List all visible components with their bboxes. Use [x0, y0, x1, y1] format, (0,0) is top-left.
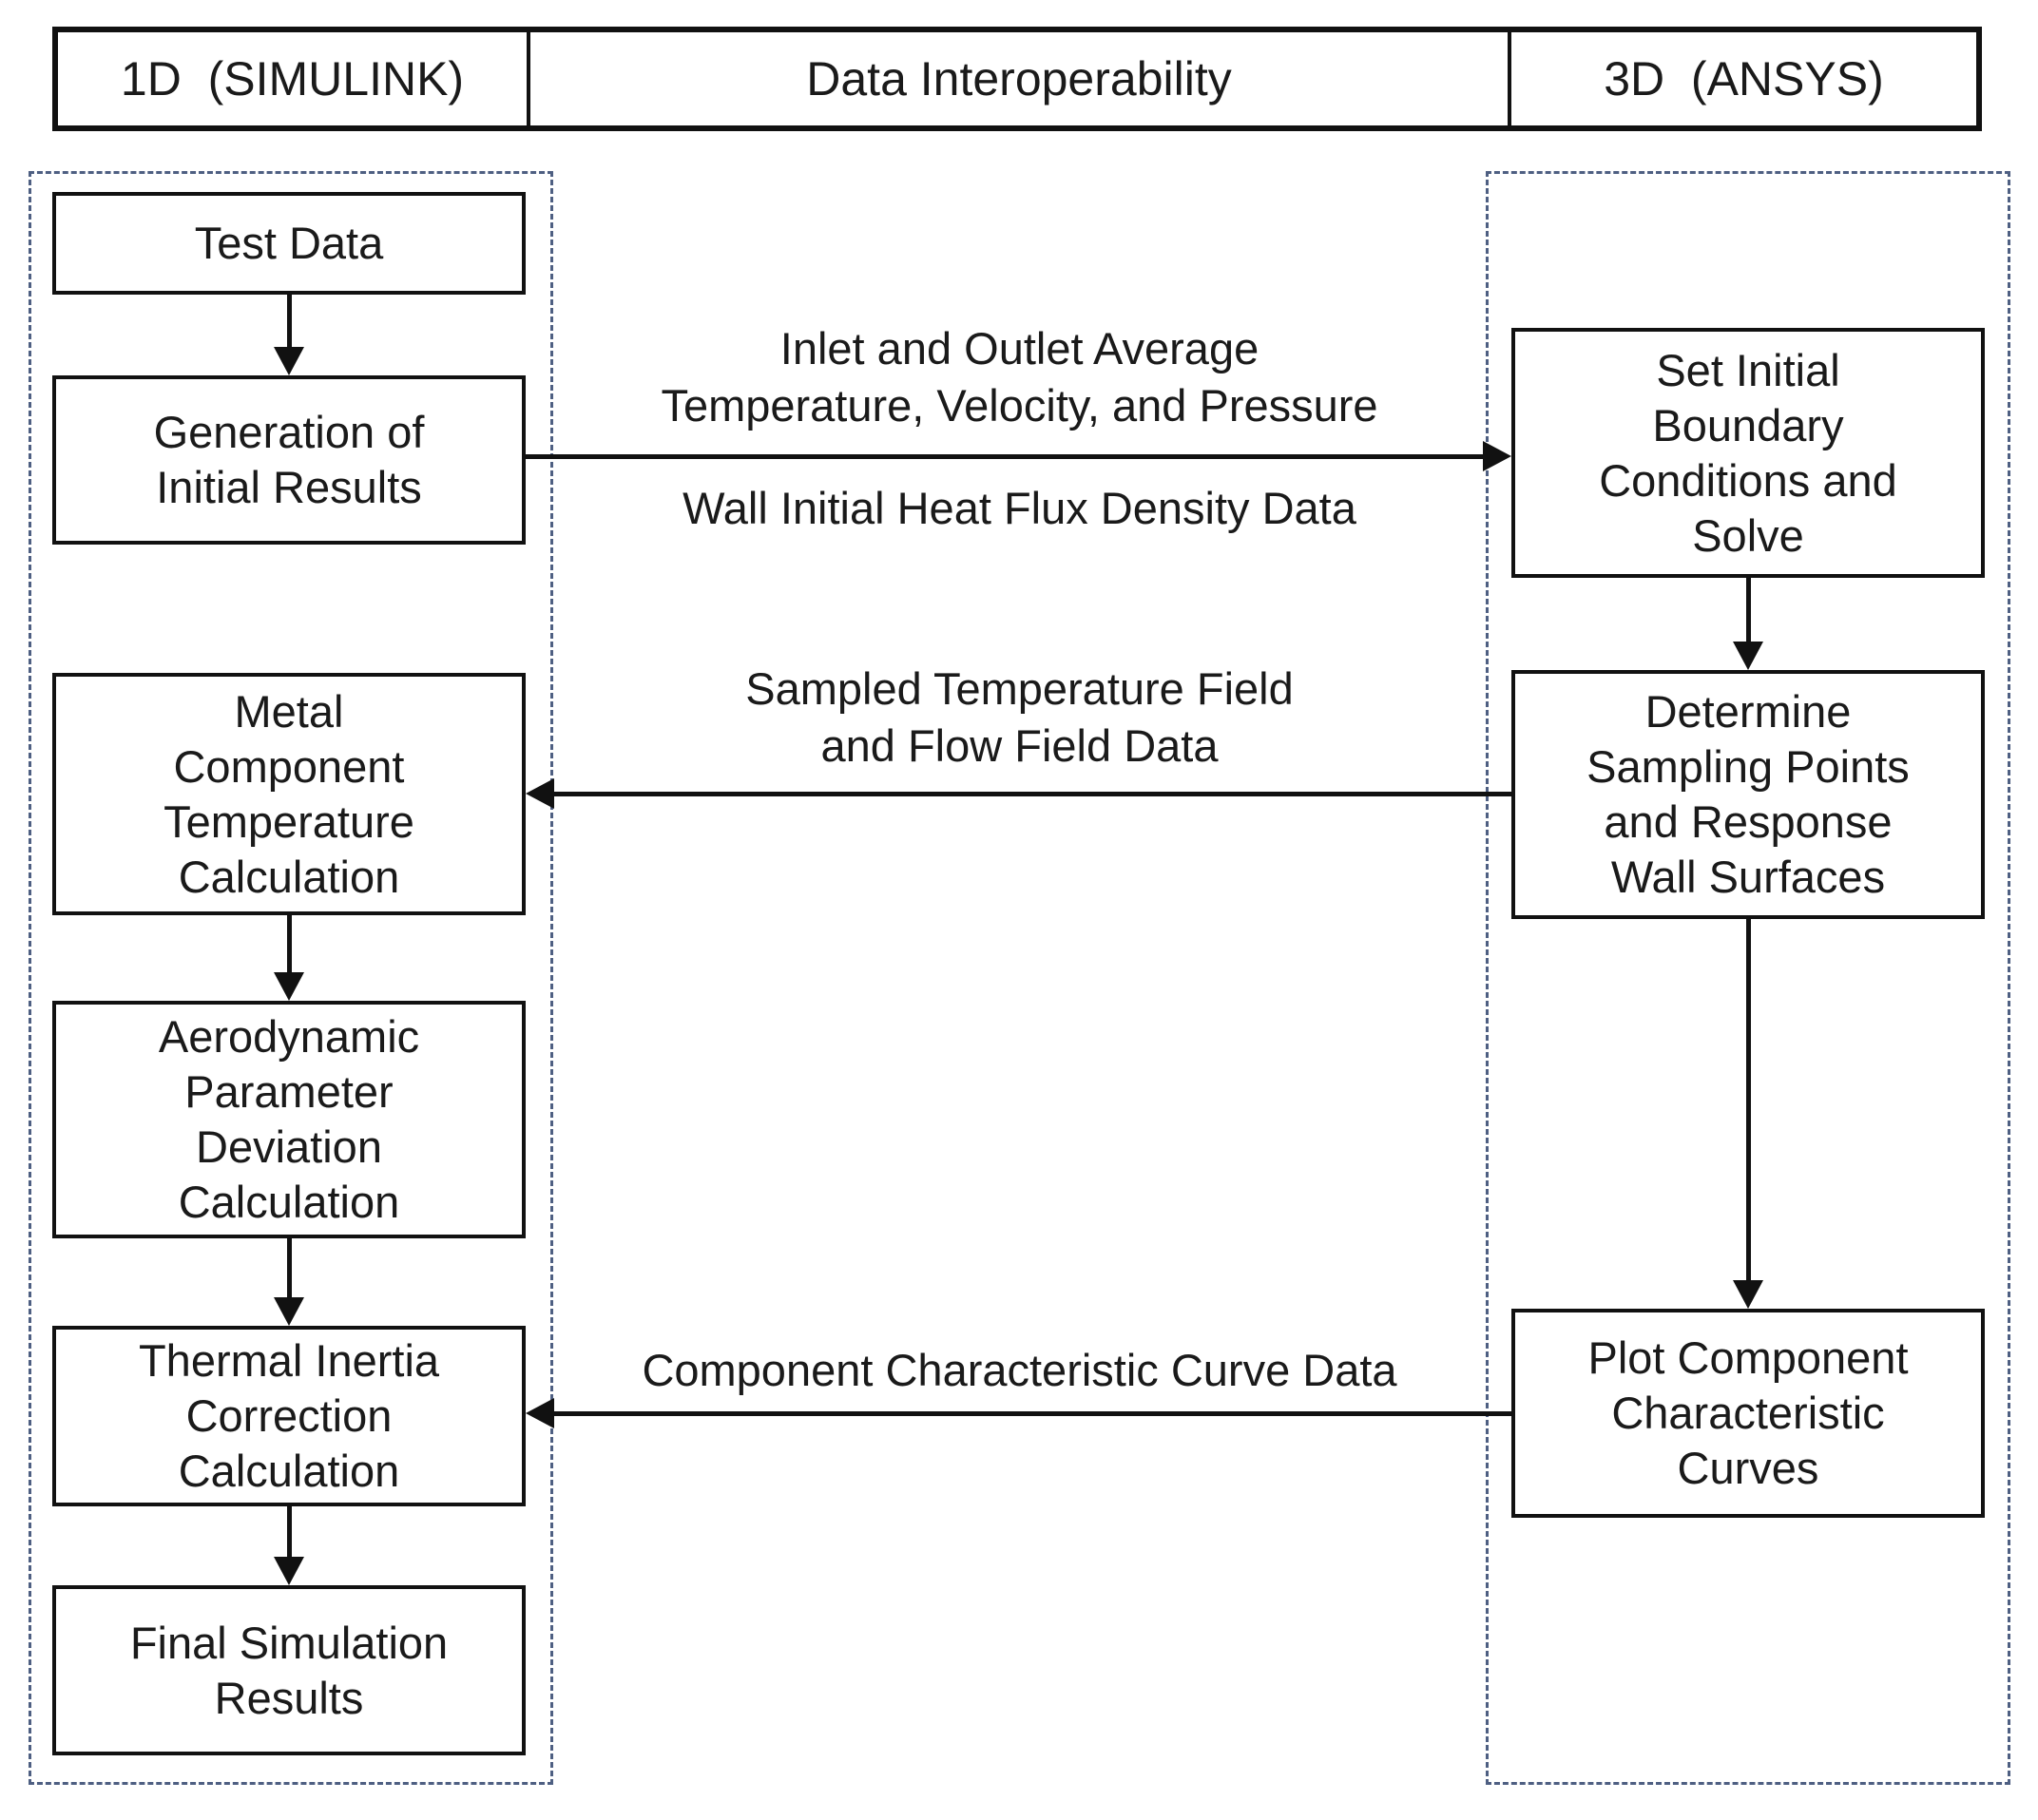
box-plot-component-characteristic-curves-label: Plot Component Characteristic Curves	[1587, 1332, 1909, 1493]
box-metal-component-temperature-calculation-label: Metal Component Temperature Calculation	[163, 685, 414, 902]
simulink-lane-dashed-container	[29, 171, 553, 1785]
header-cell-data-interoperability: Data Interoperability	[527, 32, 1511, 125]
flow-label-wall-initial-heat-flux: Wall Initial Heat Flux Density Data	[683, 483, 1356, 533]
header-cell-3d-ansys: 3D (ANSYS)	[1604, 52, 1884, 105]
arrow-set-initial-to-determine-head-icon	[1733, 642, 1763, 670]
arrow-determine-to-metal-head-icon	[526, 778, 554, 809]
arrow-test-data-to-generation-line	[287, 295, 292, 347]
box-test-data: Test Data	[52, 192, 526, 295]
arrow-plot-to-thermal-line	[554, 1411, 1511, 1416]
box-generation-of-initial-results-label: Generation of Initial Results	[153, 407, 425, 512]
box-thermal-inertia-correction-calculation-label: Thermal Inertia Correction Calculation	[138, 1335, 440, 1496]
box-final-simulation-results-label: Final Simulation Results	[129, 1617, 449, 1723]
header-table: 1D (SIMULINK) Data Interoperability 3D (…	[52, 27, 1982, 131]
box-set-initial-boundary-conditions: Set Initial Boundary Conditions and Solv…	[1511, 328, 1985, 578]
box-aerodynamic-parameter-deviation-calculation-label: Aerodynamic Parameter Deviation Calculat…	[158, 1011, 420, 1227]
arrow-metal-to-aerodynamic-line	[287, 915, 292, 972]
box-generation-of-initial-results: Generation of Initial Results	[52, 375, 526, 545]
arrow-determine-to-plot-head-icon	[1733, 1280, 1763, 1309]
box-metal-component-temperature-calculation: Metal Component Temperature Calculation	[52, 673, 526, 915]
flow-label-sampled-temperature-field: Sampled Temperature Field and Flow Field…	[745, 663, 1294, 771]
arrow-test-data-to-generation-head-icon	[274, 347, 304, 375]
box-aerodynamic-parameter-deviation-calculation: Aerodynamic Parameter Deviation Calculat…	[52, 1001, 526, 1238]
arrow-aerodynamic-to-thermal-head-icon	[274, 1297, 304, 1326]
arrow-aerodynamic-to-thermal-line	[287, 1238, 292, 1297]
arrow-set-initial-to-determine-line	[1746, 578, 1751, 642]
box-final-simulation-results: Final Simulation Results	[52, 1585, 526, 1755]
ansys-lane-dashed-container	[1486, 171, 2010, 1785]
arrow-generation-to-set-initial-head-icon	[1483, 441, 1511, 471]
flow-label-inlet-outlet-average: Inlet and Outlet Average Temperature, Ve…	[661, 323, 1378, 431]
arrow-metal-to-aerodynamic-head-icon	[274, 972, 304, 1001]
arrow-thermal-to-final-line	[287, 1506, 292, 1557]
arrow-plot-to-thermal-head-icon	[526, 1398, 554, 1428]
box-test-data-label: Test Data	[194, 218, 384, 268]
arrow-determine-to-plot-line	[1746, 919, 1751, 1280]
header-cell-1d-simulink: 1D (SIMULINK)	[120, 52, 465, 105]
arrow-thermal-to-final-head-icon	[274, 1557, 304, 1585]
box-thermal-inertia-correction-calculation: Thermal Inertia Correction Calculation	[52, 1326, 526, 1506]
box-determine-sampling-points-label: Determine Sampling Points and Response W…	[1586, 686, 1910, 902]
arrow-generation-to-set-initial-line	[526, 454, 1483, 459]
flow-label-component-characteristic-curve: Component Characteristic Curve Data	[642, 1345, 1397, 1395]
box-determine-sampling-points: Determine Sampling Points and Response W…	[1511, 670, 1985, 919]
box-set-initial-boundary-conditions-label: Set Initial Boundary Conditions and Solv…	[1599, 344, 1897, 561]
arrow-determine-to-metal-line	[554, 792, 1511, 796]
box-plot-component-characteristic-curves: Plot Component Characteristic Curves	[1511, 1309, 1985, 1518]
